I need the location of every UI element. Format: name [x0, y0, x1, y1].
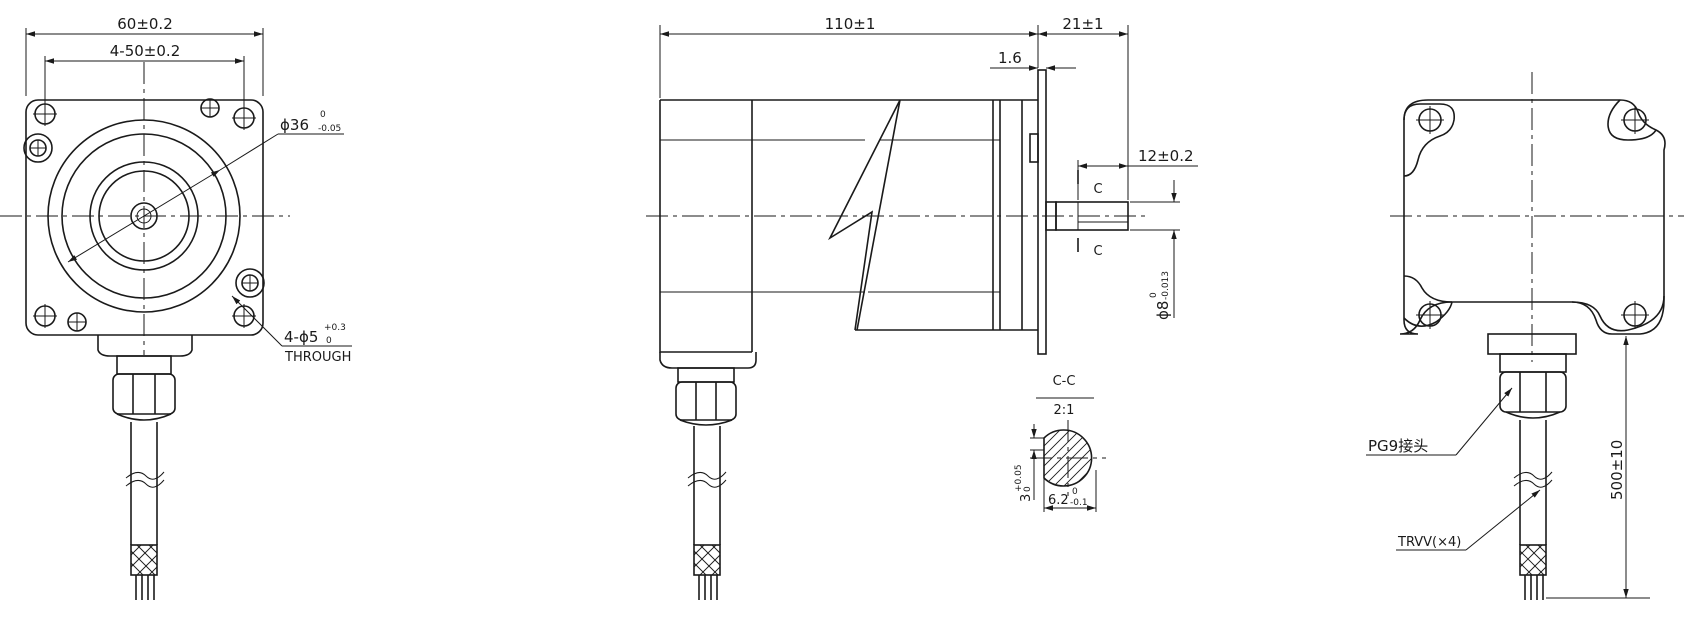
side-flat-length-dim: 12±0.2 — [1138, 147, 1194, 165]
section-title: C-C — [1053, 374, 1076, 389]
front-hole-dia-upper: +0.3 — [324, 323, 346, 333]
rear-cable-leader — [1465, 489, 1541, 551]
front-cable — [125, 422, 165, 600]
side-flange-dim: 1.6 — [998, 49, 1022, 67]
section-view: C-C 2:1 3 +0.05 0 6.2 — [1014, 374, 1106, 512]
front-ear-right — [235, 268, 265, 298]
front-hole-note: THROUGH — [284, 350, 351, 365]
front-pilot-dia-leader — [67, 169, 221, 263]
front-ear-left — [23, 133, 53, 163]
section-scale: 2:1 — [1054, 403, 1075, 418]
rear-view: PG9接头 TRVV(×4) 500±10 — [1366, 72, 1684, 600]
front-hole-dia-lower: 0 — [326, 336, 332, 346]
section-shaft-outline — [1043, 429, 1093, 487]
side-shaft-dia-dim: ϕ8 0 -0.013 — [1149, 271, 1172, 320]
side-view: 110±1 21±1 1.6 12±0.2 C C ϕ8 0 -0.013 — [646, 15, 1198, 600]
side-break-line — [827, 99, 901, 331]
side-cable — [687, 426, 727, 600]
side-shaft-length-dim: 21±1 — [1062, 15, 1103, 33]
svg-text:-0.013: -0.013 — [1161, 271, 1171, 300]
svg-text:0: 0 — [1023, 486, 1033, 492]
svg-text:+0.05: +0.05 — [1014, 464, 1024, 492]
front-hole-dia-dim: 4-ϕ5 — [284, 328, 318, 346]
front-pilot-dia-upper: 0 — [320, 110, 326, 120]
front-cable-gland — [97, 335, 193, 421]
rear-mount-holes — [1416, 106, 1649, 329]
side-cable-gland — [659, 352, 757, 426]
section-flat-dim-upper: 0 — [1072, 487, 1078, 497]
side-flange — [1037, 69, 1047, 355]
front-pilot-dia-dim: ϕ36 — [280, 116, 309, 134]
rear-connector-leader — [1455, 387, 1513, 456]
section-flat-dim-lower: -0.1 — [1070, 498, 1088, 508]
side-section-mark-bottom: C — [1093, 244, 1102, 259]
svg-text:3: 3 — [1019, 494, 1034, 502]
front-pilot-dia-lower: -0.05 — [318, 124, 341, 134]
svg-text:ϕ8: ϕ8 — [1154, 301, 1172, 320]
rear-outline — [1399, 99, 1666, 335]
front-hole-pitch-dim: 4-50±0.2 — [110, 42, 180, 60]
front-width-dim: 60±0.2 — [117, 15, 173, 33]
side-body-left — [659, 100, 752, 353]
side-section-mark-top: C — [1093, 182, 1102, 197]
section-key-dim: 3 +0.05 0 — [1014, 464, 1034, 502]
side-body-length-dim: 110±1 — [825, 15, 876, 33]
front-view: 60±0.2 4-50±0.2 ϕ36 0 -0.05 4-ϕ5 +0.3 0 … — [0, 15, 352, 600]
front-hole-leader — [231, 295, 283, 347]
rear-cable-length-dim: 500±10 — [1608, 440, 1626, 500]
rear-cable-label: TRVV(×4) — [1397, 535, 1461, 550]
rear-cable — [1513, 420, 1553, 600]
svg-text:500±10: 500±10 — [1608, 440, 1626, 500]
section-flat-dim: 6.2 — [1048, 493, 1069, 508]
rear-connector-label: PG9接头 — [1368, 437, 1428, 455]
rear-cable-gland — [1487, 333, 1577, 419]
svg-text:0: 0 — [1149, 292, 1159, 298]
